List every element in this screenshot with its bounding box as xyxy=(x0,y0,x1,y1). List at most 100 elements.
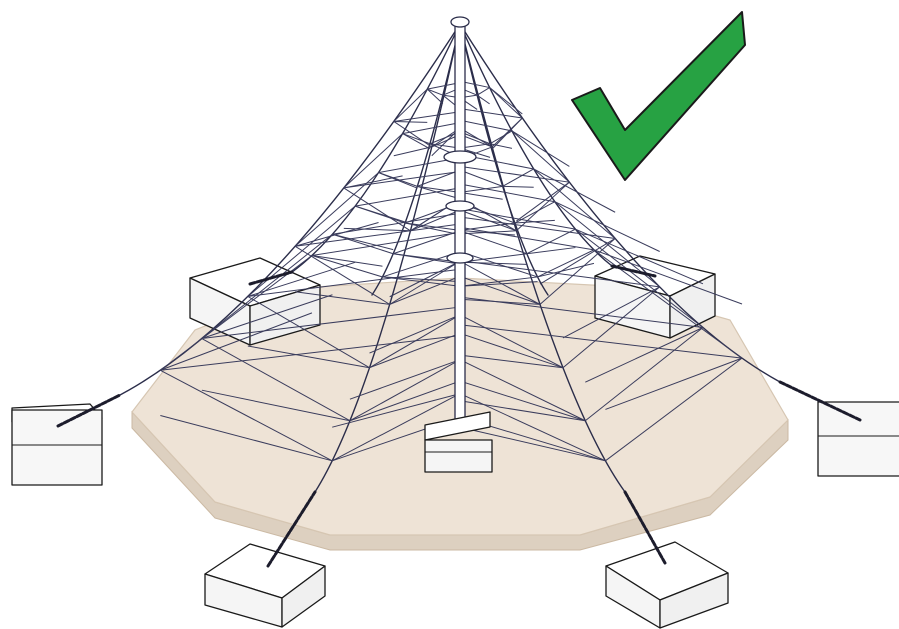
net-spoke-rope xyxy=(459,108,523,119)
net-ring-rope xyxy=(417,185,461,193)
net-cross-rope xyxy=(533,168,616,213)
net-ring-rope xyxy=(343,133,403,189)
net-cross-rope xyxy=(516,181,570,222)
net-ring-rope xyxy=(459,260,541,305)
net-spoke-rope xyxy=(459,296,704,328)
net-cross-rope xyxy=(562,286,660,339)
net-cross-rope xyxy=(160,415,333,462)
anchor-block-front-right xyxy=(605,541,729,629)
net-ring-rope xyxy=(427,88,444,96)
net-spoke-rope xyxy=(459,169,503,187)
block-front xyxy=(11,409,103,486)
net-spoke-rope xyxy=(332,212,461,235)
net-cross-rope xyxy=(502,185,534,188)
net-ring-rope xyxy=(405,222,461,231)
net-ring-rope xyxy=(539,238,616,305)
cable-back-left xyxy=(248,270,294,286)
net-cross-rope xyxy=(393,120,428,123)
net-cross-rope xyxy=(459,426,606,462)
block-side xyxy=(281,565,326,628)
net-cross-rope xyxy=(489,87,523,115)
net-cross-rope xyxy=(311,254,383,267)
net-spoke-rope xyxy=(459,260,660,288)
net-spoke-rope xyxy=(410,209,461,232)
net-cross-rope xyxy=(393,253,461,265)
net-ring-rope xyxy=(331,393,461,462)
net-cross-rope xyxy=(537,262,595,278)
net-ring-rope xyxy=(605,357,743,462)
net-ring-rope xyxy=(393,121,433,148)
anchor-block-center xyxy=(424,411,493,473)
net-rope xyxy=(459,23,626,493)
net-cross-rope xyxy=(459,229,515,236)
mast-cap xyxy=(450,16,470,28)
net-cross-rope xyxy=(247,345,370,369)
anchor-block-left xyxy=(11,403,103,486)
net-ring-rope xyxy=(201,233,333,339)
net-spoke-rope xyxy=(459,275,541,305)
net-ring-rope xyxy=(476,87,490,96)
net-ring-rope xyxy=(489,130,513,145)
net-cross-rope xyxy=(382,276,461,283)
block-top xyxy=(424,411,491,441)
net-spoke-rope xyxy=(459,183,555,203)
net-ring-rope xyxy=(459,314,564,369)
net-spoke-rope xyxy=(355,187,461,207)
net-spoke-rope xyxy=(343,171,461,189)
net-cross-rope xyxy=(476,94,490,105)
block-front xyxy=(424,439,493,473)
cable-front-right xyxy=(623,490,667,565)
cable-front-left xyxy=(266,490,317,568)
net-spoke-rope xyxy=(393,111,461,122)
net-cross-rope xyxy=(402,133,431,150)
net-cross-rope xyxy=(511,130,570,167)
anchor-block-right xyxy=(817,401,899,477)
net-ring-rope xyxy=(459,359,586,422)
net-ring-rope xyxy=(247,205,356,297)
net-cross-rope xyxy=(426,88,444,104)
net-ring-rope xyxy=(459,393,606,462)
anchor-block-front-left xyxy=(204,543,326,628)
net-spoke-rope xyxy=(459,380,586,422)
net-spoke-rope xyxy=(402,122,461,135)
net-cross-rope xyxy=(593,249,743,305)
net-cross-rope xyxy=(355,205,406,223)
net-cross-rope xyxy=(417,185,461,200)
cable-right xyxy=(778,380,862,422)
net-spoke-rope xyxy=(459,332,564,369)
mast-ring xyxy=(445,200,475,212)
net-cross-rope xyxy=(160,312,313,371)
net-cross-rope xyxy=(459,191,503,200)
net-cross-rope xyxy=(378,172,418,189)
net-spoke-rope xyxy=(393,230,461,255)
net-spoke-rope xyxy=(459,324,743,359)
net-ring-rope xyxy=(382,276,461,287)
net-spoke-rope xyxy=(349,380,461,422)
net-ring-rope xyxy=(393,88,428,122)
net-spoke-rope xyxy=(369,332,461,369)
net-ring-rope xyxy=(562,286,661,369)
checkmark-icon xyxy=(571,11,746,181)
net-cross-rope xyxy=(575,228,704,285)
mast-pole xyxy=(454,21,466,423)
net-cross-rope xyxy=(332,233,394,251)
net-ring-rope xyxy=(332,233,394,255)
net-spoke-rope xyxy=(201,306,461,340)
net-spoke-rope xyxy=(459,226,595,251)
net-ring-rope xyxy=(526,228,576,255)
cable-left xyxy=(56,393,122,428)
net-ring-rope xyxy=(402,133,431,145)
net-spoke-rope xyxy=(459,208,576,230)
net-cross-rope xyxy=(605,357,743,410)
net-cross-rope xyxy=(404,222,461,236)
net-spoke-rope xyxy=(417,169,461,187)
net-cross-rope xyxy=(526,247,576,255)
net-ring-rope xyxy=(201,338,351,422)
net-ring-rope xyxy=(502,168,534,187)
net-spoke-rope xyxy=(311,231,461,256)
net-ring-rope xyxy=(311,254,383,278)
net-ring-rope xyxy=(511,130,570,183)
net-ring-rope xyxy=(537,249,595,278)
net-spoke-rope xyxy=(382,251,461,278)
